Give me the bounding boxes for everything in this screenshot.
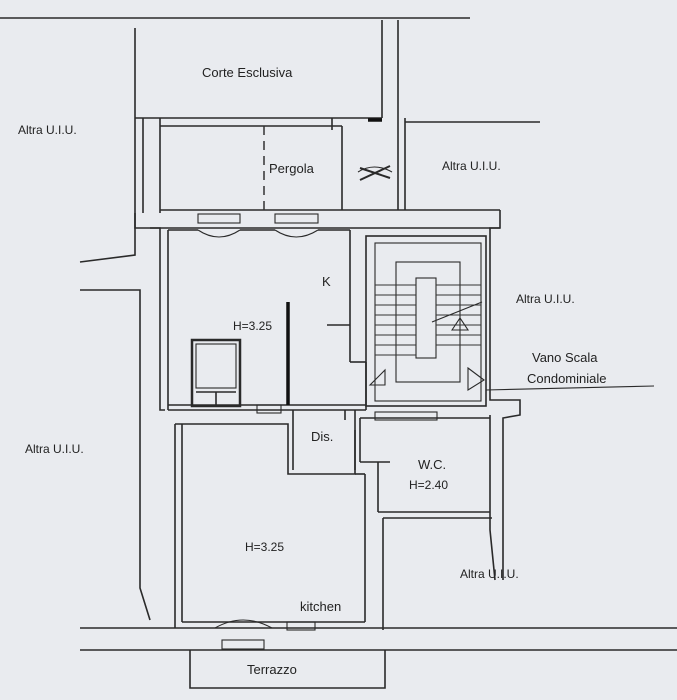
label-corte-esclusiva: Corte Esclusiva [202,65,293,80]
removed-fixture-icon [357,165,393,181]
label-altra-uiu-bottom-right: Altra U.I.U. [460,567,519,581]
label-pergola: Pergola [269,161,315,176]
label-condominiale: Condominiale [527,371,607,386]
label-terrazzo: Terrazzo [247,662,297,677]
label-vano-scala: Vano Scala [532,350,598,365]
stairwell [365,235,655,407]
label-k: K [322,274,331,289]
label-altra-uiu-left: Altra U.I.U. [25,442,84,456]
label-height-wc: H=2.40 [409,478,448,492]
label-altra-uiu-top-right: Altra U.I.U. [442,159,501,173]
label-kitchen: kitchen [300,599,341,614]
upper-room [168,302,366,414]
windows [197,213,319,650]
label-dis: Dis. [311,429,333,444]
label-height-lower: H=3.25 [245,540,284,554]
lower-rooms [174,410,490,631]
outer-walls [0,17,677,689]
label-altra-uiu-mid-right: Altra U.I.U. [516,292,575,306]
label-wc: W.C. [418,457,446,472]
label-altra-uiu-top-left: Altra U.I.U. [18,123,77,137]
label-height-upper: H=3.25 [233,319,272,333]
